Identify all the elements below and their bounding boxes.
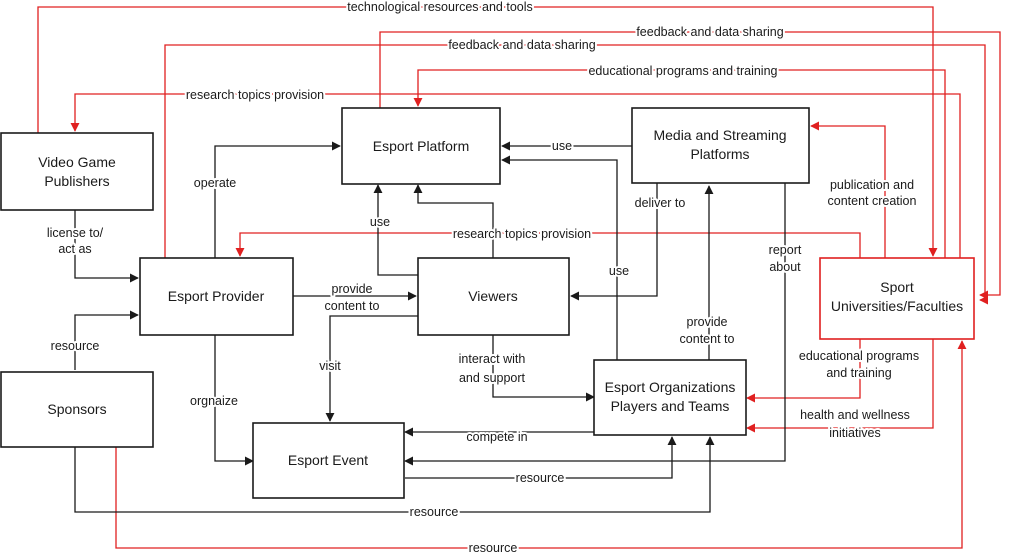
label-interact-2: and support bbox=[459, 371, 526, 385]
label-publication-2: content creation bbox=[828, 194, 917, 208]
node-esport-platform: Esport Platform bbox=[341, 107, 501, 185]
label-orgnaize: orgnaize bbox=[190, 394, 238, 408]
edge-feedback-2 bbox=[164, 44, 989, 305]
edge-deliver bbox=[570, 183, 658, 301]
label-use-media: use bbox=[552, 139, 572, 153]
label-interact-1: interact with bbox=[459, 352, 526, 366]
label-license-2: act as bbox=[58, 242, 91, 256]
node-label-line: Esport Provider bbox=[168, 288, 265, 304]
node-label-line: Publishers bbox=[44, 173, 109, 189]
label-provide-content-2: content to bbox=[325, 299, 380, 313]
label-edu-top: educational programs and training bbox=[588, 64, 777, 78]
label-tech-resources: technological resources and tools bbox=[347, 0, 533, 14]
label-report-1: report bbox=[769, 243, 802, 257]
edge-labels: technological resources and tools feedba… bbox=[45, 0, 921, 556]
label-compete: compete in bbox=[466, 430, 527, 444]
node-esport-organizations: Esport Organizations Players and Teams bbox=[593, 359, 747, 436]
label-report-2: about bbox=[769, 260, 801, 274]
node-sport-universities: Sport Universities/Faculties bbox=[819, 257, 975, 340]
edge-resource-bottom bbox=[115, 340, 967, 549]
edge-research-top bbox=[70, 93, 961, 258]
edge-resource-event bbox=[405, 436, 677, 479]
label-provide-content-1: provide bbox=[332, 282, 373, 296]
edge-license bbox=[74, 210, 139, 283]
edge-health bbox=[746, 339, 934, 433]
edge-resource-sponsor bbox=[74, 310, 139, 370]
label-feedback-2: feedback and data sharing bbox=[448, 38, 595, 52]
label-resource-mid: resource bbox=[410, 505, 459, 519]
edge-resource-mid bbox=[74, 436, 715, 513]
label-use-orgs: use bbox=[609, 264, 629, 278]
edge-viewers-platform-2 bbox=[413, 184, 494, 258]
label-resource-event: resource bbox=[516, 471, 565, 485]
node-label-line: Universities/Faculties bbox=[831, 298, 963, 314]
label-edu-orgs-1: educational programs bbox=[799, 349, 919, 363]
label-resource-sponsor: resource bbox=[51, 339, 100, 353]
label-operate: operate bbox=[194, 176, 236, 190]
edge-publication bbox=[810, 121, 886, 258]
node-esport-provider: Esport Provider bbox=[139, 257, 294, 336]
label-use-viewers: use bbox=[370, 215, 390, 229]
node-label-line: Esport Organizations bbox=[605, 379, 736, 395]
label-publication-1: publication and bbox=[830, 178, 914, 192]
label-edu-orgs-2: and training bbox=[826, 366, 891, 380]
label-health-2: initiatives bbox=[829, 426, 880, 440]
edge-interact bbox=[492, 335, 595, 402]
edge-report bbox=[404, 183, 786, 466]
label-deliver: deliver to bbox=[635, 196, 686, 210]
label-resource-bottom: resource bbox=[469, 541, 518, 555]
node-esport-event: Esport Event bbox=[252, 422, 405, 499]
node-label-line: Sport bbox=[880, 279, 914, 295]
edge-research-mid bbox=[235, 232, 861, 258]
label-license-1: license to/ bbox=[47, 226, 104, 240]
node-video-game-publishers: Video Game Publishers bbox=[0, 132, 154, 211]
node-sponsors: Sponsors bbox=[0, 371, 154, 448]
node-viewers: Viewers bbox=[417, 257, 570, 336]
node-label-line: Viewers bbox=[468, 288, 518, 304]
node-label-line: Esport Platform bbox=[373, 138, 469, 154]
edge-tech-resources bbox=[37, 6, 938, 257]
edge-visit bbox=[325, 315, 418, 422]
edge-edu-top bbox=[413, 69, 946, 258]
node-label-line: Platforms bbox=[690, 146, 749, 162]
label-health-1: health and wellness bbox=[800, 408, 910, 422]
label-visit: visit bbox=[319, 359, 341, 373]
node-label-line: Esport Event bbox=[288, 452, 368, 468]
edge-use-viewers bbox=[373, 184, 418, 276]
node-media-streaming: Media and Streaming Platforms bbox=[631, 107, 810, 184]
edge-feedback-1 bbox=[379, 31, 1001, 300]
label-research-mid: research topics provision bbox=[453, 227, 591, 241]
label-provide-org-2: content to bbox=[680, 332, 735, 346]
label-provide-org-1: provide bbox=[687, 315, 728, 329]
edge-orgnaize bbox=[214, 335, 254, 466]
red-edges bbox=[37, 6, 1001, 549]
label-research-top: research topics provision bbox=[186, 88, 324, 102]
node-label-line: Media and Streaming bbox=[653, 127, 786, 143]
black-edges bbox=[74, 141, 786, 513]
node-label-line: Sponsors bbox=[47, 401, 106, 417]
edge-use-orgs bbox=[501, 155, 618, 360]
node-label-line: Players and Teams bbox=[611, 398, 730, 414]
label-feedback-1: feedback and data sharing bbox=[636, 25, 783, 39]
edge-operate bbox=[214, 141, 341, 258]
node-label-line: Video Game bbox=[38, 154, 116, 170]
